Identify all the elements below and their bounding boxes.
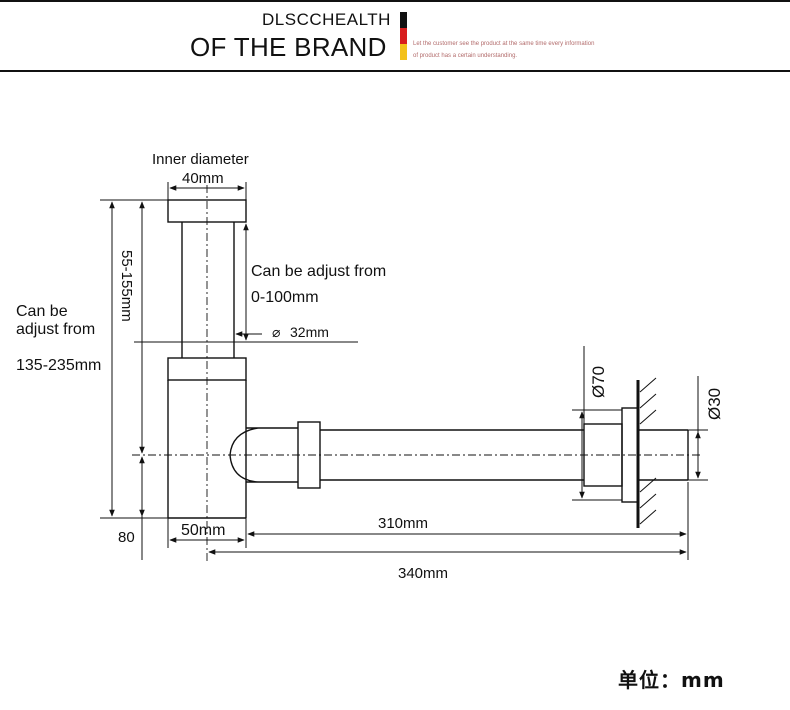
adjust-note-line-1: Can be adjust from: [251, 263, 386, 280]
brand-tagline: OF THE BRAND: [190, 32, 387, 62]
header-bottom-rule: [0, 70, 790, 72]
pipe-diameter-symbol: ⌀: [272, 324, 281, 340]
left-note-line-1: Can be: [16, 303, 68, 320]
header-top-rule: [0, 0, 790, 2]
germany-flag-icon: [400, 12, 407, 60]
flange-diameter-value: Ø70: [589, 366, 608, 398]
outlet-diameter-value: Ø30: [705, 388, 724, 420]
left-note-line-2: adjust from: [16, 321, 95, 338]
flag-stripe-gold: [400, 44, 407, 60]
horizontal-length-value: 310mm: [378, 515, 428, 532]
inner-diameter-value: 40mm: [182, 170, 224, 187]
brand-slogan: Let the customer see the product at the …: [413, 38, 653, 62]
flag-stripe-red: [400, 28, 407, 44]
adjust-note-line-2: 0-100mm: [251, 289, 319, 306]
vertical-range-label: 55-155mm: [118, 250, 135, 322]
dimension-lines: [100, 182, 708, 560]
inner-diameter-label: Inner diameter: [152, 151, 249, 168]
wall-hatching: [636, 377, 657, 528]
total-length-value: 340mm: [398, 565, 448, 582]
bottom-offset-value: 80: [118, 529, 135, 546]
brand-name: DLSCCHEALTH: [262, 10, 391, 29]
slogan-line-2: of product has a certain understanding.: [413, 53, 518, 59]
left-note-line-3: 135-235mm: [16, 357, 101, 374]
pipe-diameter-value: 32mm: [290, 324, 329, 340]
unit-label: 单位：mm: [618, 668, 725, 692]
slogan-line-1: Let the customer see the product at the …: [413, 41, 595, 47]
flag-stripe-black: [400, 12, 407, 28]
dimension-labels: Inner diameter 40mm 55-155mm Can be adju…: [16, 151, 724, 582]
center-lines: [132, 185, 700, 562]
outlet-offset-value: 50mm: [181, 522, 225, 539]
